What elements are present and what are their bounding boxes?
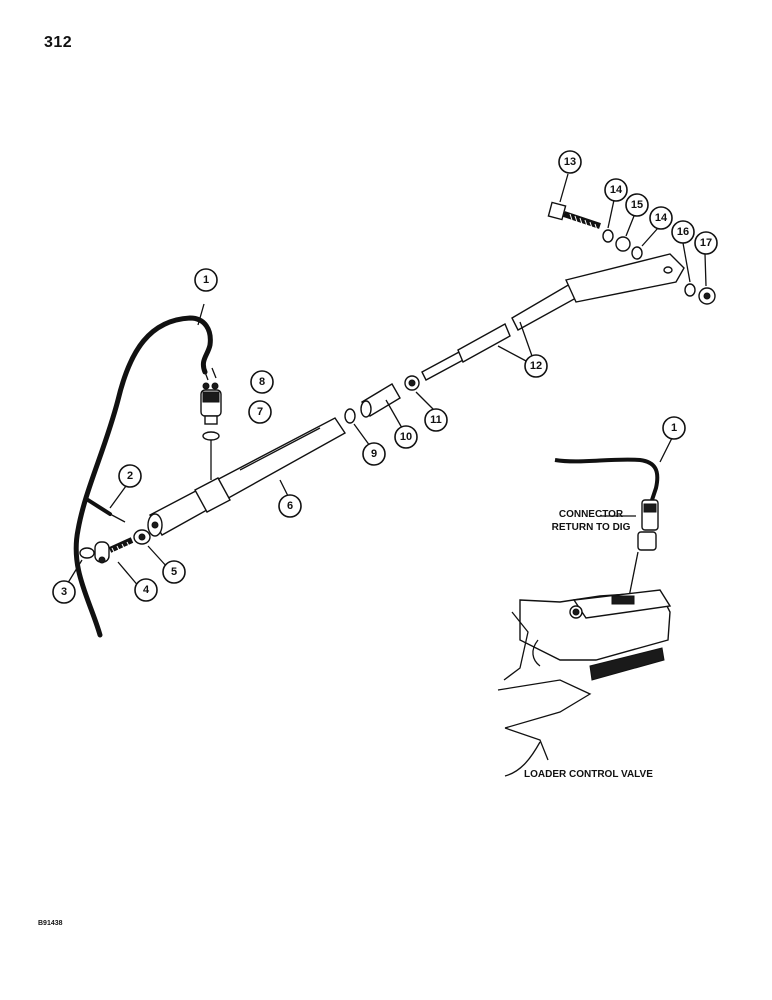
callout-1-right: 1: [662, 416, 686, 440]
page-number: 312: [44, 34, 73, 51]
callout-8: 8: [250, 370, 274, 394]
wire-harness-left: [73, 303, 217, 638]
rod-lever-12: [421, 253, 685, 381]
svg-text:6: 6: [287, 500, 293, 512]
svg-text:16: 16: [677, 226, 689, 238]
connector-label-line2: RETURN TO DIG: [551, 522, 631, 533]
callout-13: 13: [558, 150, 582, 174]
callout-2: 2: [118, 464, 142, 488]
callout-12: 12: [524, 354, 548, 378]
callout-5: 5: [162, 560, 186, 584]
callout-14a: 14: [604, 178, 628, 202]
callout-7: 7: [248, 400, 272, 424]
connector-detail: [554, 437, 673, 603]
svg-text:11: 11: [430, 414, 442, 426]
callout-9: 9: [362, 442, 386, 466]
svg-text:3: 3: [61, 586, 67, 598]
svg-text:5: 5: [171, 566, 177, 578]
callout-text: 1: [203, 274, 209, 286]
svg-text:13: 13: [564, 156, 576, 168]
callout-17: 17: [694, 231, 718, 255]
svg-text:7: 7: [257, 406, 263, 418]
callout-3: 3: [52, 580, 76, 604]
connector-label: CONNECTOR RETURN TO DIG: [536, 508, 646, 534]
callout-16: 16: [671, 220, 695, 244]
tube-6: [147, 417, 347, 537]
callout-6: 6: [278, 494, 302, 518]
svg-text:1: 1: [671, 422, 677, 434]
switch-assembly: [200, 382, 222, 480]
connector-label-line1: CONNECTOR: [558, 509, 624, 520]
callout-4: 4: [134, 578, 158, 602]
callout-15: 15: [625, 193, 649, 217]
svg-text:14: 14: [610, 184, 623, 196]
svg-text:8: 8: [259, 376, 265, 388]
svg-text:14: 14: [655, 212, 668, 224]
loader-control-valve: [497, 589, 672, 777]
callout-1-left: 1: [194, 268, 218, 292]
svg-text:15: 15: [631, 199, 643, 211]
figure-code: B91438: [38, 920, 63, 927]
svg-text:17: 17: [700, 237, 712, 249]
valve-label: LOADER CONTROL VALVE: [524, 769, 653, 780]
mid-parts: [344, 375, 435, 447]
svg-text:9: 9: [371, 448, 377, 460]
bolt-hardware: [547, 173, 716, 305]
svg-text:12: 12: [530, 360, 542, 372]
svg-text:4: 4: [143, 584, 150, 596]
callout-10: 10: [394, 425, 418, 449]
callout-14b: 14: [649, 206, 673, 230]
pin-2: [86, 485, 127, 523]
small-parts-left: [65, 529, 169, 589]
callout-11: 11: [424, 408, 448, 432]
svg-text:10: 10: [400, 431, 412, 443]
svg-text:2: 2: [127, 470, 133, 482]
